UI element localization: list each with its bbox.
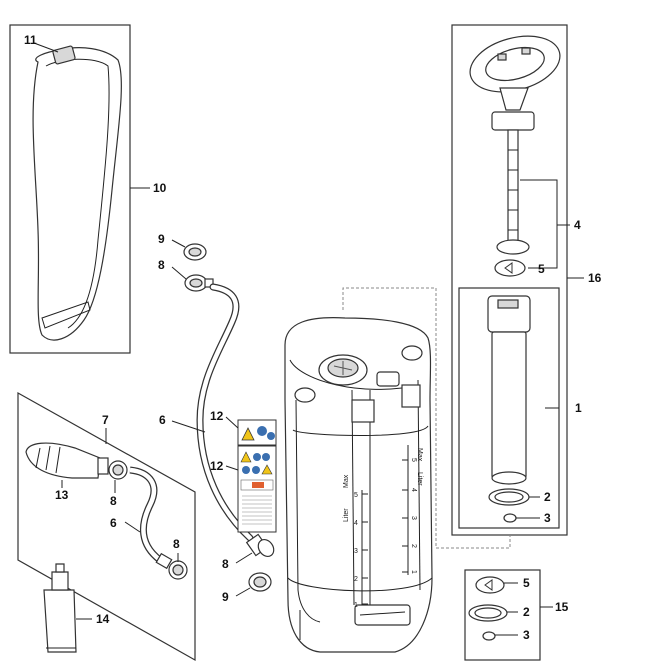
callout-3-pump: 3 — [544, 511, 551, 525]
seal-kit-5 — [475, 576, 505, 594]
nut-9-upper — [183, 243, 207, 261]
lance-group-frame — [17, 391, 196, 662]
callout-8-lance-a: 8 — [110, 494, 117, 508]
callout-4: 4 — [574, 218, 581, 232]
tank-scale-left-5: 5 — [354, 492, 358, 499]
o-ring-2 — [488, 488, 530, 506]
seal-kit-3 — [482, 631, 496, 641]
nut-8-lance-a — [108, 460, 128, 480]
tank-scale-left-1: 1 — [354, 602, 358, 609]
fill-scale-right — [402, 445, 409, 575]
callout-2-pump: 2 — [544, 490, 551, 504]
callout-1: 1 — [575, 401, 582, 415]
tank-max-right: Max — [416, 448, 423, 462]
callout-7: 7 — [102, 413, 109, 427]
warning-label-lower — [237, 445, 277, 533]
tank-scale-left-3: 3 — [354, 548, 358, 555]
tank-scale-left-4: 4 — [354, 520, 358, 527]
callout-5-pump: 5 — [538, 262, 545, 276]
seal-kit-2 — [468, 604, 508, 622]
valve-3 — [503, 513, 517, 523]
piston-seal — [494, 259, 526, 277]
tank-liter-left: Liter — [343, 508, 350, 522]
tank-scale-right-1: 1 — [410, 570, 417, 574]
callout-2-kit: 2 — [523, 605, 530, 619]
callout-10: 10 — [153, 181, 167, 195]
pump-handle — [469, 35, 561, 111]
callout-15: 15 — [555, 600, 569, 614]
callout-8-lance-b: 8 — [173, 537, 180, 551]
tank-scale-left-2: 2 — [354, 576, 358, 583]
dashed-connector — [342, 287, 511, 549]
callout-6-hose: 6 — [159, 413, 166, 427]
callout-5-kit: 5 — [523, 576, 530, 590]
callout-3-kit: 3 — [523, 628, 530, 642]
nipple-8-lower — [245, 533, 275, 557]
belt-group-frame — [9, 24, 131, 354]
callout-6-lance: 6 — [110, 516, 117, 530]
callout-12-upper: 12 — [210, 409, 224, 423]
callout-12-lower: 12 — [210, 459, 224, 473]
callout-8-lower: 8 — [222, 557, 229, 571]
shoulder-belt — [32, 45, 122, 341]
pump-cylinder — [487, 295, 531, 485]
pump-rod — [491, 111, 535, 255]
tank-scale-right-2: 2 — [410, 544, 417, 548]
spray-nozzle — [25, 442, 109, 479]
callout-16: 16 — [588, 271, 602, 285]
callout-11: 11 — [24, 33, 37, 47]
nipple-8-upper — [184, 274, 214, 292]
callout-9-upper: 9 — [158, 232, 165, 246]
nut-8-lance-b — [155, 552, 188, 580]
tank-scale-right-5: 5 — [410, 458, 417, 462]
tank-max-left: Max — [343, 474, 350, 488]
tank-liter-right: Liter — [416, 472, 423, 486]
warning-label-upper — [237, 419, 277, 446]
grease-tube — [43, 563, 77, 653]
seal-kit-frame — [464, 569, 541, 661]
tank-scale-right-4: 4 — [410, 488, 417, 492]
callout-8-upper: 8 — [158, 258, 165, 272]
callout-9-lower: 9 — [222, 590, 229, 604]
sprayer-tank — [284, 317, 433, 653]
callout-13: 13 — [55, 488, 69, 502]
nut-9-lower — [248, 572, 272, 592]
callout-14: 14 — [96, 612, 110, 626]
fill-scale-left — [361, 490, 368, 605]
tank-scale-right-3: 3 — [410, 516, 417, 520]
